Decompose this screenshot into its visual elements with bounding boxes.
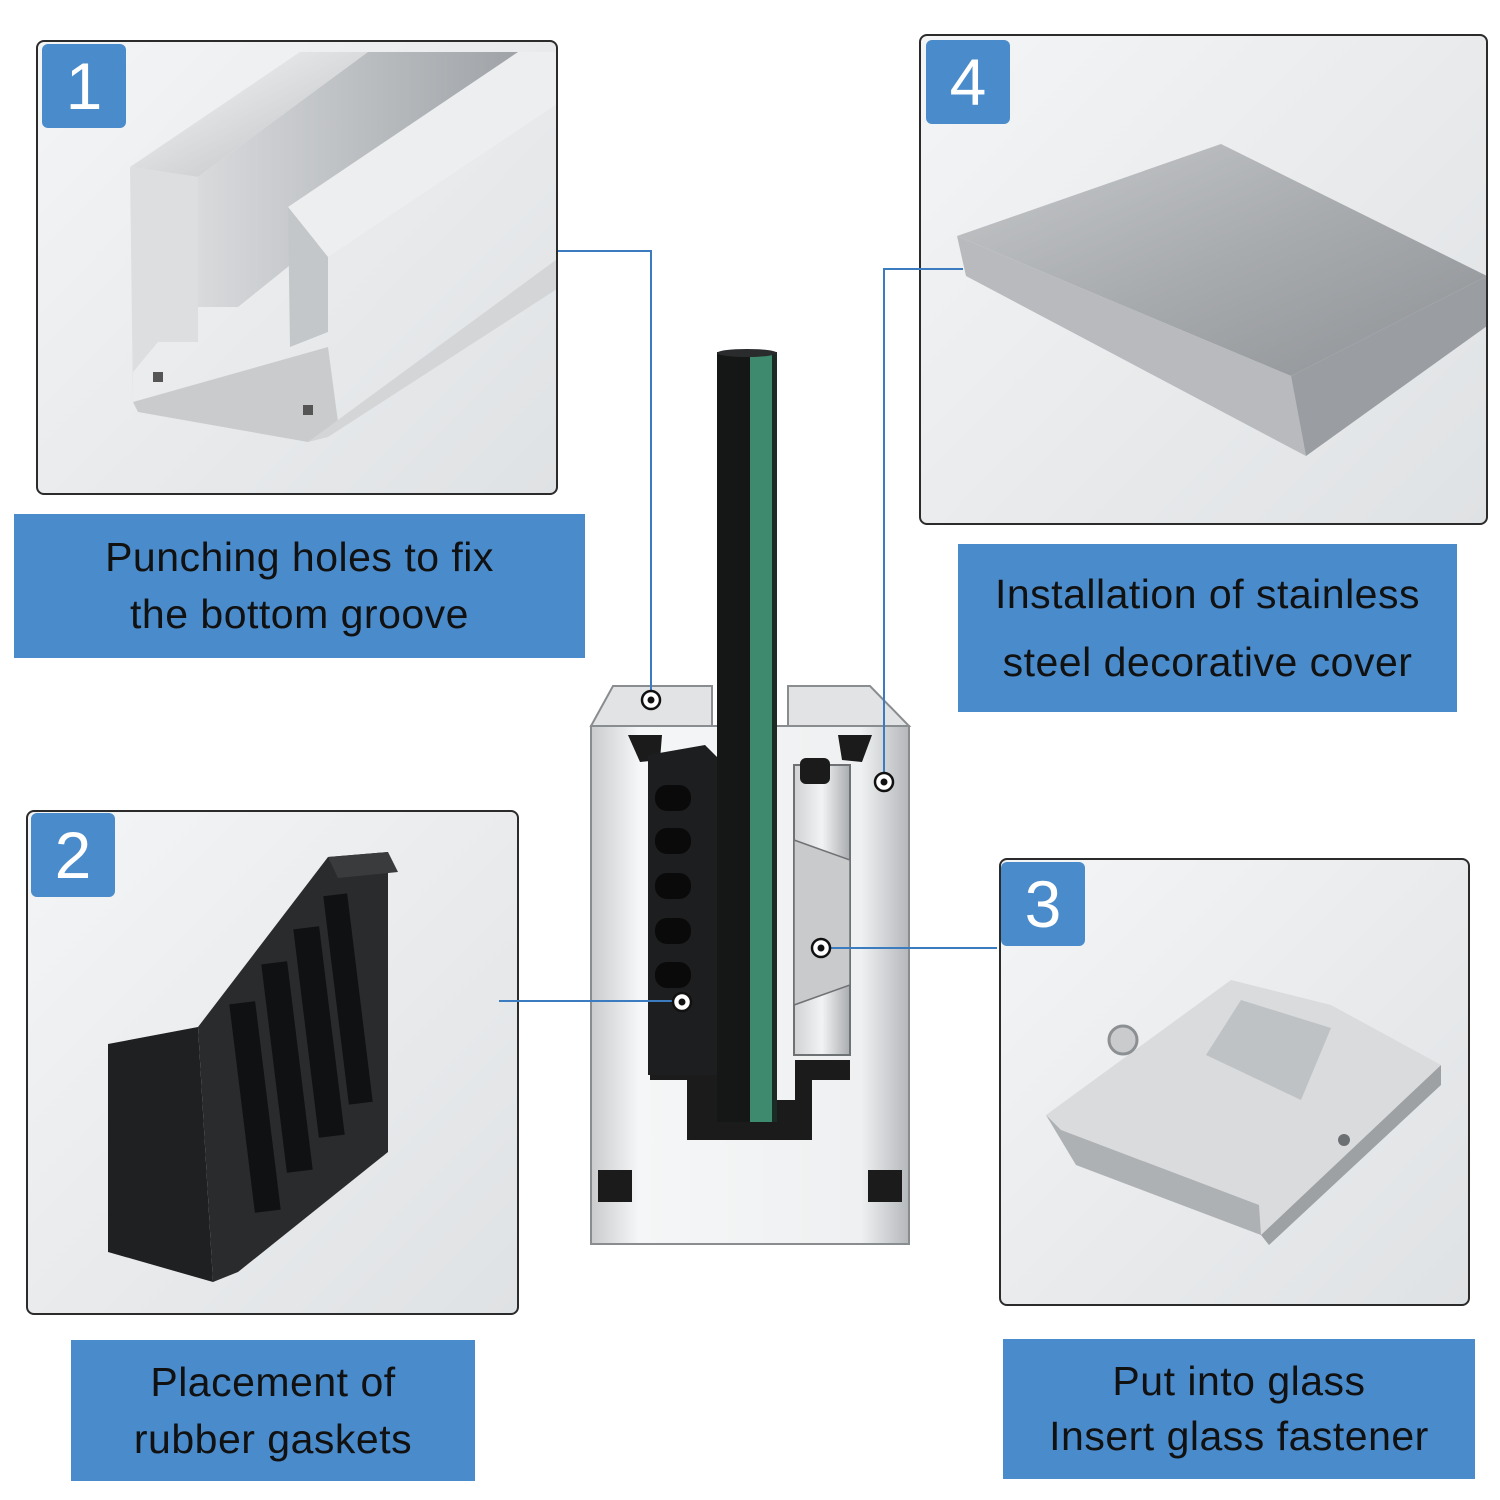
rubber-gasket-illustration xyxy=(108,852,398,1282)
callout-dot-step-3 xyxy=(810,937,832,959)
step-4-photo-panel xyxy=(919,34,1488,525)
step-2-caption-line-2: rubber gaskets xyxy=(133,1415,413,1462)
step-4-caption: Installation of stainless steel decorati… xyxy=(958,544,1457,712)
step-1-caption-line-1: Punching holes to fix xyxy=(105,534,494,581)
stainless-steel-cover-illustration xyxy=(957,144,1486,456)
step-3-caption-line-1: Put into glass xyxy=(1112,1358,1366,1405)
leader-line-step-1 xyxy=(558,250,652,698)
rubber-gasket-in-shoe xyxy=(648,745,720,1075)
step-1-caption: Punching holes to fix the bottom groove xyxy=(14,514,585,658)
step-3-badge: 3 xyxy=(1001,862,1085,946)
glass-fastener-block-illustration xyxy=(1046,980,1441,1245)
step-1-caption-line-2: the bottom groove xyxy=(130,591,469,637)
step-4-caption-line-2: steel decorative cover xyxy=(1002,639,1413,685)
step-1-photo-panel xyxy=(36,40,558,495)
step-2-caption: Placement of rubber gaskets xyxy=(71,1340,475,1481)
glass-panel xyxy=(717,349,777,1122)
step-3-caption: Put into glass Insert glass fastener xyxy=(1003,1339,1475,1479)
aluminum-u-channel-illustration xyxy=(130,52,556,442)
glass-fastener-in-shoe xyxy=(793,758,851,1056)
step-3-caption-line-2: Insert glass fastener xyxy=(1049,1413,1429,1459)
callout-dot-step-2 xyxy=(671,991,693,1013)
step-1-badge: 1 xyxy=(42,44,126,128)
step-4-badge: 4 xyxy=(926,40,1010,124)
step-2-badge: 2 xyxy=(31,813,115,897)
step-4-caption-line-1: Installation of stainless xyxy=(994,570,1420,617)
callout-dot-step-4 xyxy=(873,771,895,793)
step-2-caption-line-1: Placement of xyxy=(150,1358,396,1405)
callout-dot-step-1 xyxy=(640,689,662,711)
leader-line-step-4 xyxy=(883,268,963,780)
